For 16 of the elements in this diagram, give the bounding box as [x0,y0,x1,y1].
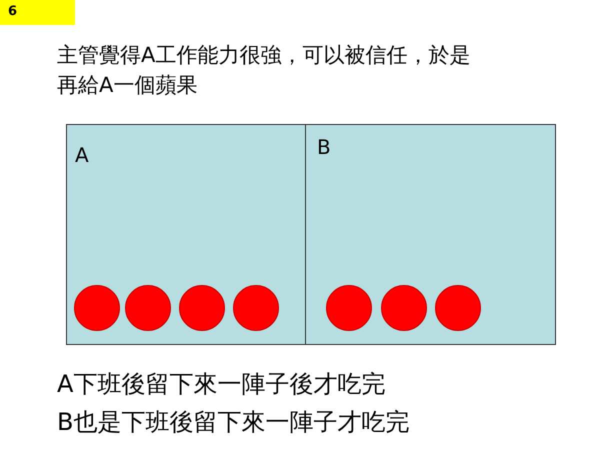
apple-circle [381,285,427,331]
page-number: 6 [8,4,18,19]
panel-label: B [317,135,331,159]
apple-circle [125,285,171,331]
panel-label: A [75,143,89,167]
apple-circle [74,285,120,331]
heading-text: 主管覺得A工作能力很強，可以被信任，於是再給A一個蘋果 [57,42,472,99]
page-number-box [0,0,75,25]
note-text: A下班後留下來一陣子後才吃完 [57,369,386,400]
note-text: B也是下班後留下來一陣子才吃完 [57,407,410,438]
apple-circle [326,285,372,331]
apple-circle [233,285,279,331]
panel-box [66,124,306,345]
apple-circle [435,285,481,331]
apple-circle [179,285,225,331]
panel-box [305,124,556,345]
